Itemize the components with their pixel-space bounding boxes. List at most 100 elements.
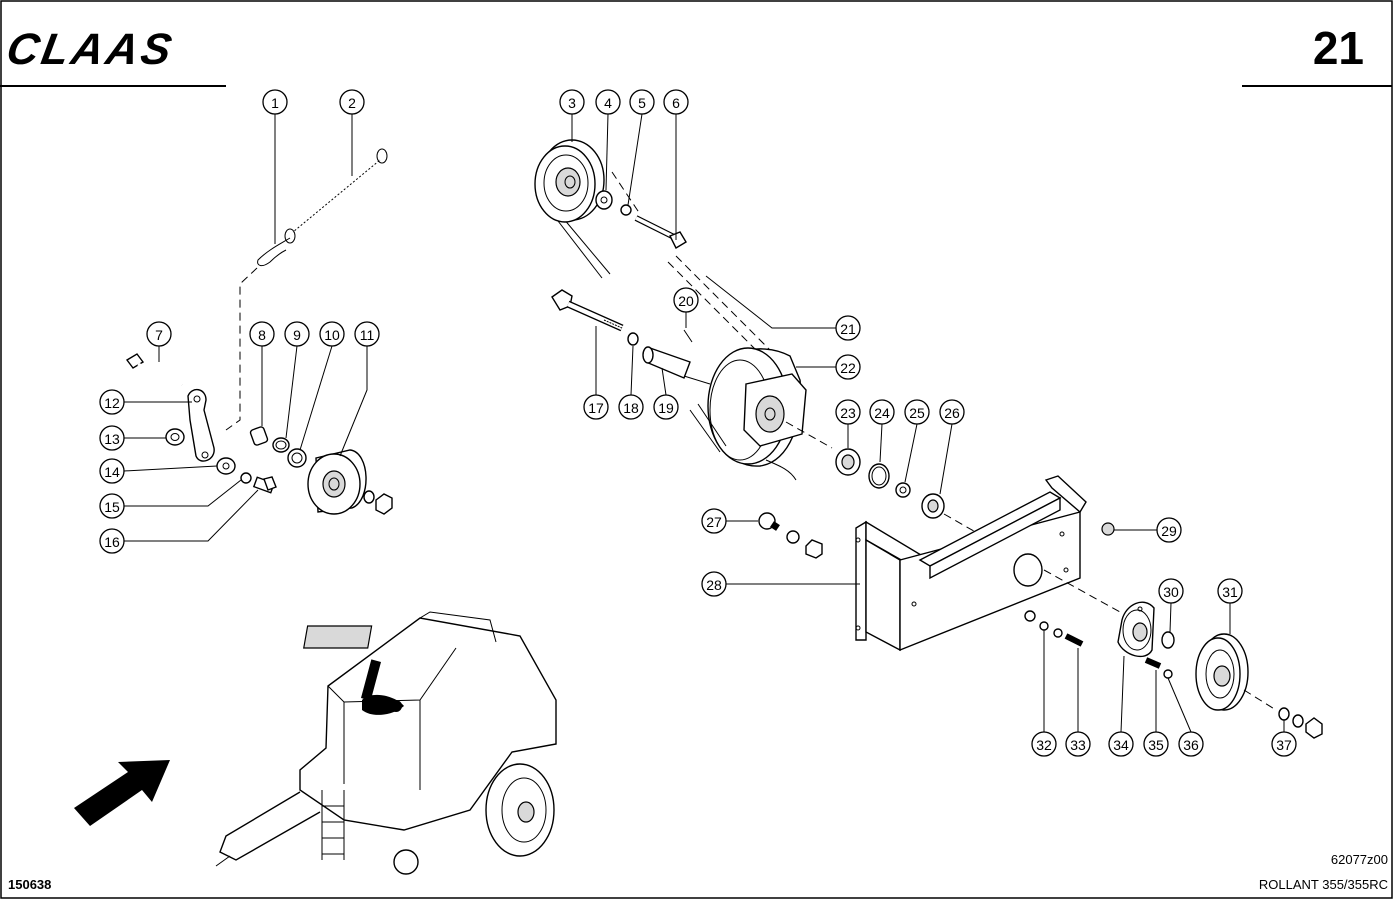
callout-circle: [701, 508, 727, 534]
callout-label: 19: [658, 400, 674, 416]
spring-hook: [257, 237, 291, 267]
callout-label: 3: [568, 95, 576, 111]
callout-circle: [99, 425, 125, 451]
bolt-17: [551, 289, 624, 332]
washer-14: [216, 457, 236, 475]
idler-roller: [307, 449, 367, 515]
callout-circle: [663, 89, 689, 115]
callout-circle: [653, 394, 679, 420]
callout-circle: [939, 399, 965, 425]
callout-circle: [1178, 731, 1204, 757]
leader-line-16: [124, 489, 259, 542]
callout-circle: [583, 394, 609, 420]
callout-6: 6: [663, 89, 689, 115]
callout-24: 24: [869, 399, 895, 425]
callout-12: 12: [99, 389, 125, 415]
lower-pulley-assembly: [1024, 569, 1323, 739]
callout-13: 13: [99, 425, 125, 451]
callout-16: 16: [99, 528, 125, 554]
callout-circle: [1156, 517, 1182, 543]
callout-label: 2: [348, 95, 356, 111]
callout-circle: [249, 321, 275, 347]
bushing: [249, 426, 269, 446]
callout-circle: [559, 89, 585, 115]
callout-circle: [595, 89, 621, 115]
callout-label: 37: [1276, 737, 1292, 753]
leader-line-15: [124, 479, 242, 507]
leader-line-5: [627, 113, 643, 206]
callout-circle: [262, 89, 288, 115]
callout-label: 15: [104, 499, 120, 515]
callout-5: 5: [629, 89, 655, 115]
callout-1: 1: [262, 89, 288, 115]
leader-line-24: [879, 423, 883, 463]
callout-label: 34: [1113, 737, 1129, 753]
callout-17: 17: [583, 394, 609, 420]
clutch-pulley-22: [707, 347, 807, 481]
callout-22: 22: [835, 354, 861, 380]
callout-label: 21: [840, 321, 856, 337]
callout-label: 35: [1148, 737, 1164, 753]
callout-11: 11: [354, 321, 380, 347]
callout-label: 22: [840, 360, 856, 376]
leader-line-25: [904, 423, 918, 483]
callout-circle: [618, 394, 644, 420]
callout-36: 36: [1178, 731, 1204, 757]
bolt-27: [758, 512, 780, 531]
callout-circle: [835, 354, 861, 380]
leader-line-30: [1169, 602, 1172, 633]
bolt-7: [125, 353, 183, 387]
callout-15: 15: [99, 493, 125, 519]
callout-circle: [1065, 731, 1091, 757]
callout-circle: [835, 399, 861, 425]
callout-30: 30: [1158, 578, 1184, 604]
callout-4: 4: [595, 89, 621, 115]
clutch-pulley-assembly: [551, 289, 987, 539]
brand-logo: CLAAS: [3, 25, 178, 74]
leader-line-11: [339, 346, 368, 457]
v-belt-pulley-3: [534, 139, 605, 223]
callout-37: 37: [1271, 731, 1297, 757]
callout-circle: [99, 458, 125, 484]
callout-34: 34: [1108, 731, 1134, 757]
callout-23: 23: [835, 399, 861, 425]
upper-pulley-assembly: [534, 139, 781, 367]
callout-label: 33: [1070, 737, 1086, 753]
callout-32: 32: [1031, 731, 1057, 757]
callout-circle: [1143, 731, 1169, 757]
callout-19: 19: [653, 394, 679, 420]
page-number: 21: [1313, 22, 1364, 74]
callout-circle: [354, 321, 380, 347]
callout-label: 10: [324, 327, 340, 343]
callout-label: 14: [104, 464, 120, 480]
callout-label: 8: [258, 327, 266, 343]
callout-3: 3: [559, 89, 585, 115]
callout-9: 9: [284, 321, 310, 347]
model-name: ROLLANT 355/355RC: [1259, 877, 1388, 892]
callout-circle: [835, 315, 861, 341]
callout-28: 28: [701, 571, 727, 597]
leader-line-4: [605, 113, 609, 191]
callout-20: 20: [673, 287, 699, 313]
callout-circle: [701, 571, 727, 597]
left-tensioner-assembly: [125, 148, 393, 515]
callout-circle: [284, 321, 310, 347]
leader-line-9: [285, 345, 298, 439]
leader-line-26: [939, 423, 953, 495]
leader-line-34: [1120, 655, 1125, 733]
callout-circle: [673, 287, 699, 313]
shaft-19: [642, 346, 711, 385]
callout-circle: [904, 399, 930, 425]
callout-2: 2: [339, 89, 365, 115]
tension-spring: [284, 148, 388, 244]
callout-14: 14: [99, 458, 125, 484]
callout-circle: [629, 89, 655, 115]
callout-label: 23: [840, 405, 856, 421]
callout-label: 31: [1222, 584, 1238, 600]
callout-circle: [1031, 731, 1057, 757]
callout-label: 1: [271, 95, 279, 111]
callout-label: 28: [706, 577, 722, 593]
callout-10: 10: [319, 321, 345, 347]
